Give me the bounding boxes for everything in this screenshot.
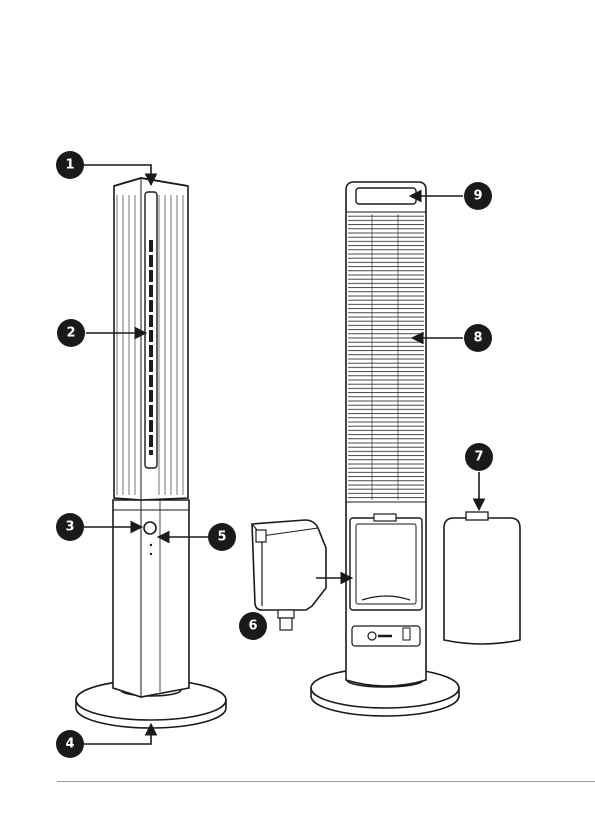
- callout-badge-6: 6: [239, 612, 267, 640]
- callout-badge-2: 2: [57, 319, 85, 347]
- callout-badge-7: 7: [465, 443, 493, 471]
- callout-number-6: 6: [248, 619, 257, 634]
- callout-badge-4: 4: [56, 730, 84, 758]
- callout-badge-3: 3: [56, 513, 84, 541]
- handle-shape: [356, 188, 416, 204]
- rear-cover-shape: [444, 512, 520, 644]
- footer-divider: [57, 781, 595, 782]
- rear-grille-shape: [348, 214, 424, 500]
- callout-number-8: 8: [473, 331, 482, 346]
- front-lower-body: [113, 500, 189, 697]
- callout-number-3: 3: [65, 520, 74, 535]
- callout-number-4: 4: [65, 737, 74, 752]
- callout-number-2: 2: [66, 326, 75, 341]
- callout-badge-8: 8: [464, 324, 492, 352]
- callout-number-9: 9: [473, 189, 482, 204]
- water-tank-shape: [252, 520, 326, 630]
- callout-number-1: 1: [65, 158, 74, 173]
- power-button-shape: [144, 522, 156, 534]
- callout-badge-1: 1: [56, 151, 84, 179]
- front-tower: [76, 178, 226, 728]
- rear-tower: [311, 182, 459, 716]
- callout-number-7: 7: [474, 450, 483, 465]
- callout-badge-9: 9: [464, 182, 492, 210]
- front-column: [114, 178, 188, 500]
- indicator-dot: [150, 544, 152, 546]
- rear-body: [346, 182, 426, 686]
- callout-badge-5: 5: [208, 523, 236, 551]
- callout-number-5: 5: [217, 530, 226, 545]
- arrow-4: [84, 726, 151, 744]
